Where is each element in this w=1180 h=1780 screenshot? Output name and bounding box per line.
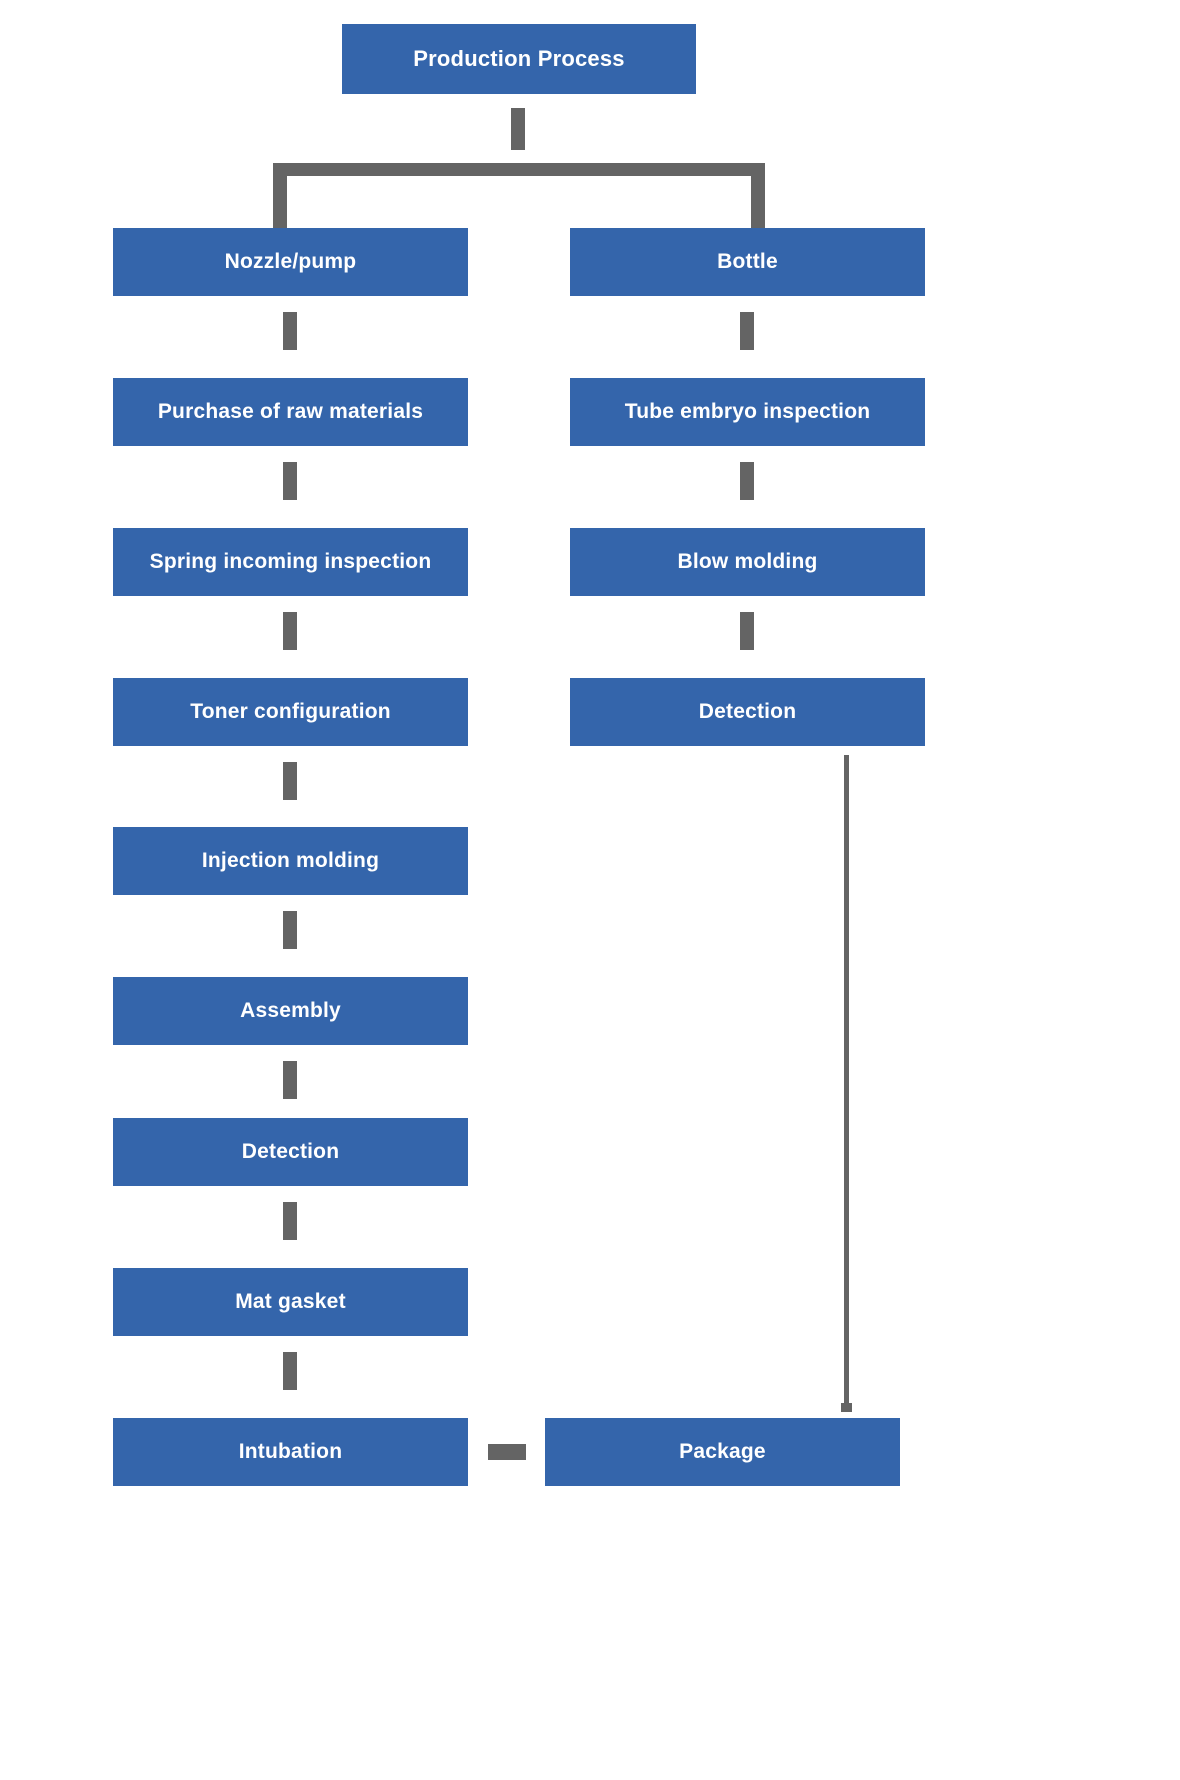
node-purchase-of-raw-materials[interactable]: Purchase of raw materials: [113, 378, 468, 446]
node-mat-gasket[interactable]: Mat gasket: [113, 1268, 468, 1336]
connector-detection-to-package: [844, 755, 849, 1410]
node-bottle[interactable]: Bottle: [570, 228, 925, 296]
connector-detection-to-package-cap: [841, 1403, 852, 1412]
node-label: Nozzle/pump: [224, 250, 357, 274]
connector-left-4: [283, 762, 297, 800]
node-label: Detection: [698, 700, 797, 724]
connector-left-1: [283, 312, 297, 350]
node-label: Tube embryo inspection: [624, 400, 871, 424]
node-detection-left[interactable]: Detection: [113, 1118, 468, 1186]
node-label: Toner configuration: [190, 700, 391, 724]
node-injection-molding[interactable]: Injection molding: [113, 827, 468, 895]
connector-right-3: [740, 612, 754, 650]
connector-split-left-drop: [273, 163, 287, 228]
connector-left-8: [283, 1352, 297, 1390]
node-package[interactable]: Package: [545, 1418, 900, 1486]
connector-left-3: [283, 612, 297, 650]
node-label: Package: [679, 1440, 766, 1464]
connector-split-right-drop: [751, 163, 765, 228]
node-label: Intubation: [238, 1440, 343, 1464]
node-spring-incoming-inspection[interactable]: Spring incoming inspection: [113, 528, 468, 596]
node-label: Bottle: [717, 250, 778, 274]
node-label: Injection molding: [201, 849, 380, 873]
connector-left-5: [283, 911, 297, 949]
node-blow-molding[interactable]: Blow molding: [570, 528, 925, 596]
connector-left-6: [283, 1061, 297, 1099]
connector-right-2: [740, 462, 754, 500]
node-label: Assembly: [240, 999, 341, 1023]
connector-left-2: [283, 462, 297, 500]
connector-intubation-to-package: [488, 1444, 526, 1460]
node-assembly[interactable]: Assembly: [113, 977, 468, 1045]
connector-right-1: [740, 312, 754, 350]
node-label: Production Process: [413, 45, 625, 71]
connector-root-stub: [511, 108, 525, 150]
connector-left-7: [283, 1202, 297, 1240]
node-label: Spring incoming inspection: [149, 550, 432, 574]
node-toner-configuration[interactable]: Toner configuration: [113, 678, 468, 746]
node-tube-embryo-inspection[interactable]: Tube embryo inspection: [570, 378, 925, 446]
node-production-process[interactable]: Production Process: [342, 24, 696, 94]
node-label: Purchase of raw materials: [157, 400, 424, 424]
connector-split-bar: [273, 163, 765, 176]
node-label: Detection: [241, 1140, 340, 1164]
node-nozzle-pump[interactable]: Nozzle/pump: [113, 228, 468, 296]
node-label: Mat gasket: [235, 1290, 346, 1314]
node-intubation[interactable]: Intubation: [113, 1418, 468, 1486]
node-detection-right[interactable]: Detection: [570, 678, 925, 746]
node-label: Blow molding: [677, 550, 818, 574]
